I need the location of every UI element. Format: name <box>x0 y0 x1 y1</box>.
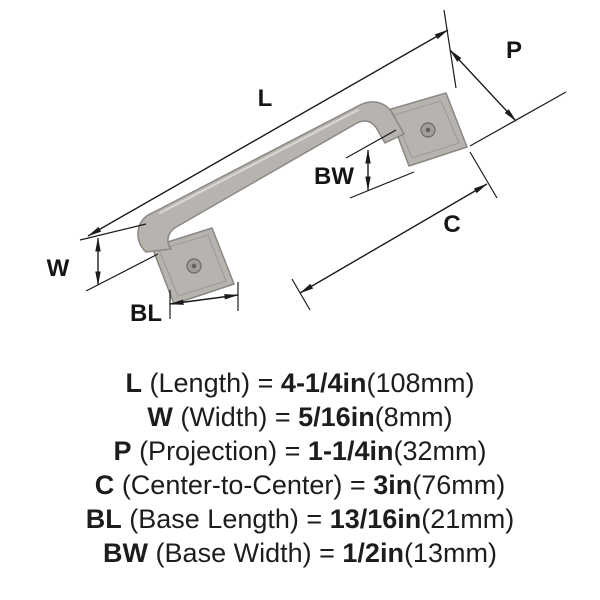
center-label: C <box>443 211 460 238</box>
spec-label: (Center-to-Center) <box>121 470 343 500</box>
spec-code: BW <box>103 538 149 568</box>
spec-line-projection: P (Projection) = 1-1/4in(32mm) <box>0 434 600 468</box>
spec-value: 13/16in <box>329 504 422 534</box>
length-dimension-line <box>87 29 449 237</box>
spec-line-base-length: BL (Base Length) = 13/16in(21mm) <box>0 502 600 536</box>
spec-label: (Length) <box>149 368 251 398</box>
spec-list: L (Length) = 4-1/4in(108mm) W (Width) = … <box>0 366 600 570</box>
spec-metric: (76mm) <box>412 470 506 500</box>
base-length-label: BL <box>130 300 162 327</box>
pull-handle-dimension-diagram: L P BW C W BL <box>47 9 567 327</box>
spec-metric: (8mm) <box>374 402 453 432</box>
center-extension-line-left <box>291 278 311 311</box>
spec-equals: = <box>284 436 301 466</box>
spec-metric: (21mm) <box>421 504 515 534</box>
spec-value: 1/2in <box>342 538 404 568</box>
spec-equals: = <box>306 504 323 534</box>
spec-label: (Projection) <box>139 436 278 466</box>
spec-equals: = <box>319 538 335 568</box>
width-extension-line-bottom <box>85 253 159 292</box>
spec-line-center-to-center: C (Center-to-Center) = 3in(76mm) <box>0 468 600 502</box>
spec-equals: = <box>349 470 366 500</box>
center-extension-line-right <box>469 151 498 199</box>
center-dimension-line <box>299 183 488 294</box>
spec-metric: (32mm) <box>393 436 487 466</box>
pull-grip <box>137 101 405 253</box>
projection-dimension-line <box>449 49 517 122</box>
pull-grip-highlight <box>158 108 360 215</box>
length-label: L <box>258 85 273 112</box>
left-screw-center <box>191 263 197 269</box>
spec-value: 5/16in <box>298 402 375 432</box>
spec-code: L <box>125 368 143 398</box>
spec-equals: = <box>274 402 291 432</box>
spec-metric: (108mm) <box>366 368 475 398</box>
projection-base-extension-line <box>469 91 567 147</box>
spec-code: BL <box>85 504 122 534</box>
base-width-extension-line-top <box>345 129 397 159</box>
base-width-extension-line-bottom <box>349 171 415 199</box>
right-screw-center <box>425 127 431 133</box>
base-width-label: BW <box>314 163 354 190</box>
spec-equals: = <box>257 368 274 398</box>
base-length-dimension-line <box>169 294 239 305</box>
spec-code: P <box>113 436 132 466</box>
spec-code: W <box>147 402 173 432</box>
length-extension-line-top <box>443 9 457 89</box>
spec-line-base-width: BW (Base Width) = 1/2in(13mm) <box>0 536 600 570</box>
spec-value: 3in <box>373 470 413 500</box>
width-label: W <box>47 255 70 282</box>
spec-line-length: L (Length) = 4-1/4in(108mm) <box>0 366 600 400</box>
dimension-lines: L P BW C W BL <box>47 9 567 327</box>
cabinet-pull-illustration <box>137 92 468 305</box>
projection-label: P <box>506 37 522 64</box>
spec-value: 4-1/4in <box>280 368 367 398</box>
spec-label: (Width) <box>180 402 268 432</box>
spec-value: 1-1/4in <box>307 436 394 466</box>
spec-label: (Base Length) <box>129 504 299 534</box>
spec-label: (Base Width) <box>155 538 312 568</box>
spec-code: C <box>94 470 115 500</box>
width-extension-line-top <box>79 223 147 241</box>
spec-metric: (13mm) <box>403 538 497 568</box>
spec-line-width: W (Width) = 5/16in(8mm) <box>0 400 600 434</box>
pull-left-base-bevel <box>158 234 227 297</box>
